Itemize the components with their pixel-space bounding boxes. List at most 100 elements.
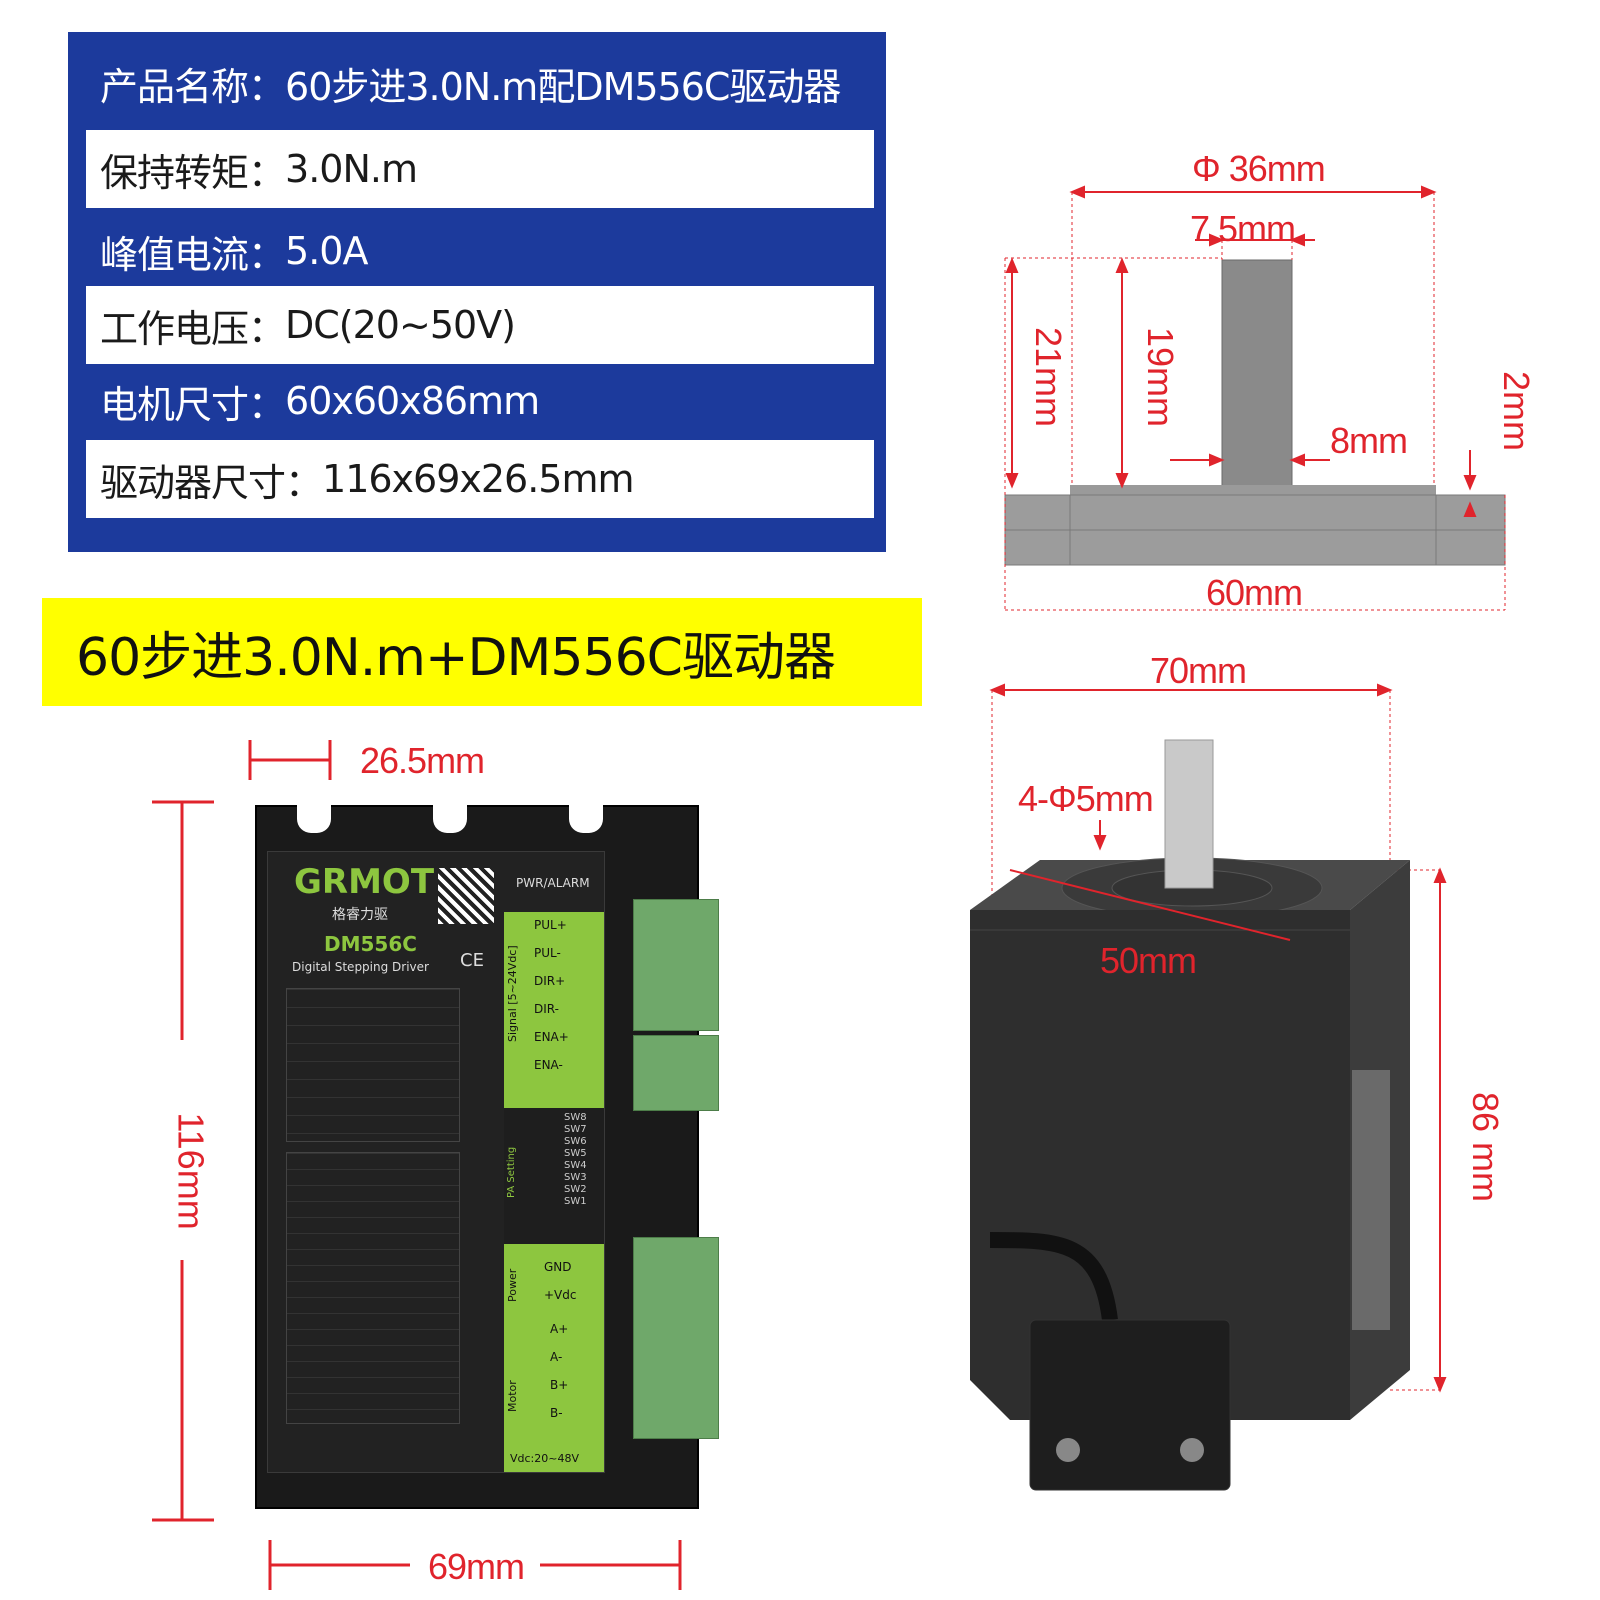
pin-label: +Vdc bbox=[544, 1288, 577, 1302]
motor-cable bbox=[989, 1232, 1118, 1322]
current-table bbox=[286, 988, 460, 1142]
pin-label: ENA- bbox=[534, 1058, 563, 1072]
spec-label: 驱动器尺寸： bbox=[100, 460, 323, 505]
dimension-arrows bbox=[989, 683, 1447, 1393]
spec-value: 3.0N.m bbox=[285, 147, 418, 191]
spec-row-motor-size: 电机尺寸： 60x60x86mm bbox=[86, 362, 874, 440]
pin-label: A- bbox=[550, 1350, 563, 1364]
pin-label: B+ bbox=[550, 1378, 569, 1392]
signal-terminal-block[interactable] bbox=[633, 899, 719, 1031]
switch-list: SW8 SW7 SW6 SW5 SW4 SW3 SW2 SW1 bbox=[564, 1112, 587, 1207]
motor-label-plate bbox=[1352, 1070, 1390, 1330]
dim-flat-8: 8mm bbox=[1330, 420, 1408, 461]
dim-height-19: 19mm bbox=[1140, 326, 1182, 428]
motor-shaft bbox=[1164, 739, 1214, 889]
spec-value: 116x69x26.5mm bbox=[322, 457, 635, 501]
spec-label: 保持转矩： bbox=[100, 150, 286, 195]
dim-shaft-width: 7.5mm bbox=[1190, 208, 1296, 249]
switch-label: SW4 bbox=[564, 1160, 587, 1171]
spec-value: 60步进3.0N.m配DM556C驱动器 bbox=[285, 64, 841, 109]
signal-pin-list: PUL+ PUL- DIR+ DIR- ENA+ ENA- bbox=[534, 918, 569, 1072]
mount-slot bbox=[433, 805, 467, 833]
dim-length-86: 86 mm bbox=[1465, 1091, 1507, 1203]
motor-front-face bbox=[970, 910, 1350, 1420]
guide-lines bbox=[1004, 192, 1506, 611]
boss-shape bbox=[1070, 485, 1436, 495]
model-name: DM556C bbox=[324, 932, 417, 956]
driver-dimension-lines bbox=[152, 740, 682, 1590]
switch-label: SW3 bbox=[564, 1172, 587, 1183]
connector-screw bbox=[1180, 1438, 1204, 1462]
dim-height-21: 21mm bbox=[1028, 326, 1070, 428]
shaft-shape bbox=[1221, 259, 1293, 491]
dim-width-70: 70mm bbox=[1150, 650, 1247, 691]
dim-driver-height: 116mm bbox=[170, 1112, 212, 1230]
product-banner: 60步进3.0N.m+DM556C驱动器 bbox=[42, 598, 922, 706]
power-motor-terminal-block[interactable] bbox=[633, 1237, 719, 1439]
dim-phi36: Φ 36mm bbox=[1192, 148, 1326, 189]
spec-value: DC(20~50V) bbox=[285, 303, 516, 347]
vdc-label: Vdc:20~48V bbox=[510, 1452, 579, 1465]
spec-value: 5.0A bbox=[285, 229, 368, 273]
dimension-arrows bbox=[152, 740, 682, 1590]
connector-screw bbox=[1056, 1438, 1080, 1462]
spec-row-name: 产品名称： 60步进3.0N.m配DM556C驱动器 bbox=[86, 44, 874, 122]
switch-label: SW2 bbox=[564, 1184, 587, 1195]
driver-body: GRMOT 格睿力驱 PWR/ALARM DM556C Digital Step… bbox=[255, 805, 719, 1509]
flange-dim-line bbox=[1009, 869, 1291, 941]
spec-row-voltage: 工作电压： DC(20~50V) bbox=[86, 286, 874, 364]
mount-slot bbox=[297, 805, 331, 833]
pin-label: ENA+ bbox=[534, 1030, 569, 1044]
qr-code bbox=[438, 868, 494, 924]
pin-label: A+ bbox=[550, 1322, 569, 1336]
pin-label: PUL+ bbox=[534, 918, 567, 932]
signal-group-label: Signal [5~24Vdc] bbox=[506, 945, 519, 1042]
spec-row-torque: 保持转矩： 3.0N.m bbox=[86, 130, 874, 208]
motor-side-profile bbox=[1004, 185, 1506, 611]
dim-flange-50: 50mm bbox=[1100, 940, 1197, 981]
banner-text: 60步进3.0N.m+DM556C驱动器 bbox=[76, 627, 836, 688]
dim-base-60: 60mm bbox=[1206, 572, 1303, 613]
motor-3d-view bbox=[970, 683, 1447, 1491]
switch-label: SW1 bbox=[564, 1196, 587, 1207]
switch-label: SW6 bbox=[564, 1136, 587, 1147]
dimension-arrows bbox=[1005, 185, 1477, 517]
pin-label: PUL- bbox=[534, 946, 561, 960]
spec-row-current: 峰值电流： 5.0A bbox=[86, 212, 874, 290]
spec-label: 工作电压： bbox=[100, 306, 286, 351]
dim-driver-depth: 26.5mm bbox=[360, 740, 485, 781]
motor-connector bbox=[1029, 1319, 1231, 1491]
pin-label: B- bbox=[550, 1406, 563, 1420]
mount-slot bbox=[569, 805, 603, 833]
switch-label: SW5 bbox=[564, 1148, 587, 1159]
dim-holes: 4-Φ5mm bbox=[1018, 778, 1154, 819]
pin-label: DIR+ bbox=[534, 974, 566, 988]
motor-group-label: Motor bbox=[506, 1380, 519, 1412]
pin-label: DIR- bbox=[534, 1002, 559, 1016]
dim-boss-2: 2mm bbox=[1496, 371, 1537, 451]
spec-label: 峰值电流： bbox=[100, 232, 286, 277]
dim-driver-width: 69mm bbox=[428, 1546, 525, 1587]
spec-row-driver-size: 驱动器尺寸： 116x69x26.5mm bbox=[86, 440, 874, 518]
power-group-label: Power bbox=[506, 1268, 519, 1302]
pa-group-label: PA Setting bbox=[506, 1146, 517, 1198]
pin-label-strip: Signal [5~24Vdc] PUL+ PUL- DIR+ DIR- ENA… bbox=[504, 912, 604, 1472]
ce-mark: CE bbox=[460, 950, 484, 971]
brand-logo: GRMOT bbox=[294, 862, 435, 902]
status-label: PWR/ALARM bbox=[516, 876, 590, 890]
pulse-table bbox=[286, 1152, 460, 1424]
motor-pin-list: A+ A- B+ B- bbox=[550, 1322, 568, 1420]
power-pin-list: GND +Vdc bbox=[544, 1260, 576, 1302]
spec-label: 电机尺寸： bbox=[100, 382, 286, 427]
enable-terminal-block[interactable] bbox=[633, 1035, 719, 1111]
brand-cn: 格睿力驱 bbox=[332, 907, 388, 923]
driver-panel: GRMOT 格睿力驱 PWR/ALARM DM556C Digital Step… bbox=[267, 851, 605, 1473]
spec-label: 产品名称： bbox=[100, 64, 286, 109]
switch-label: SW7 bbox=[564, 1124, 587, 1135]
switch-label: SW8 bbox=[564, 1112, 587, 1123]
spec-panel: 产品名称： 60步进3.0N.m配DM556C驱动器 保持转矩： 3.0N.m … bbox=[68, 32, 886, 552]
pin-label: GND bbox=[544, 1260, 572, 1274]
subtitle: Digital Stepping Driver bbox=[292, 960, 429, 974]
pa-setting-block: PA Setting SW8 SW7 SW6 SW5 SW4 SW3 SW2 S… bbox=[504, 1108, 604, 1244]
spec-value: 60x60x86mm bbox=[285, 379, 540, 423]
